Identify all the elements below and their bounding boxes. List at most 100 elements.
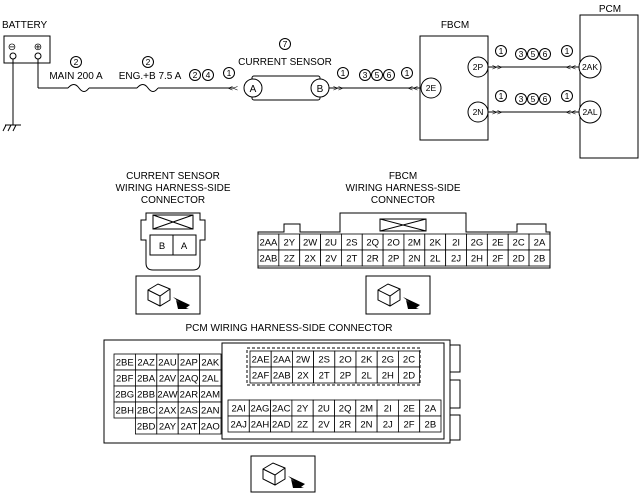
connector-pin-label: 2AE (252, 354, 270, 365)
svg-text:2AL: 2AL (582, 107, 597, 117)
connector-pin-label: 2F (404, 419, 415, 430)
connector-pin-label: 2G (381, 354, 394, 365)
svg-text:1: 1 (499, 46, 504, 56)
connector-pin-cell (419, 415, 442, 433)
battery-label: BATTERY (2, 20, 48, 31)
connector-pin-label: 2H (382, 370, 394, 381)
connector-pin-label: 2J (451, 253, 461, 264)
connector-pin-label: 2L (361, 370, 372, 381)
connector-pin-label: 2I (452, 237, 460, 248)
svg-text:CURRENT SENSOR: CURRENT SENSOR (126, 171, 220, 182)
pcm-terminal-2al (578, 100, 602, 124)
connector-pin-label: 2BH (115, 405, 134, 416)
fbcm-label: FBCM (441, 20, 469, 31)
connector-pin-label: 2AB (259, 253, 277, 264)
svg-text:3: 3 (519, 49, 524, 59)
pcm-connector-view-icon (250, 455, 316, 493)
connector-pin-label: 2AO (201, 421, 220, 432)
svg-text:CONNECTOR: CONNECTOR (141, 195, 205, 206)
connector-pin-label: 2AK (201, 357, 220, 368)
connector-pin-label: 2AT (181, 421, 198, 432)
cs-pin-a: A (181, 241, 188, 252)
pcm-box (579, 14, 639, 159)
current-sensor-terminal-a (243, 78, 263, 98)
pcm-connector-title: PCM WIRING HARNESS-SIDE CONNECTOR (185, 323, 392, 334)
connector-pin-label: 2P (340, 370, 352, 381)
connector-pin-label: 2BE (116, 357, 134, 368)
connector-pin-label: 2J (383, 419, 393, 430)
connector-pin-label: 2BF (116, 373, 134, 384)
connector-pin-label: 2O (387, 237, 400, 248)
connector-pin-label: 2AA (273, 354, 292, 365)
connector-pin-label: 2I (384, 403, 392, 414)
pcm-terminal-2ak (578, 55, 602, 79)
connector-pin-label: 2M (408, 237, 421, 248)
connector-pin-label: 2V (318, 419, 330, 430)
connector-pin-label: 2N (408, 253, 420, 264)
connector-pin-label: 2BA (137, 373, 156, 384)
svg-text:3: 3 (519, 94, 524, 104)
connector-pin-label: 2E (403, 403, 415, 414)
connector-pin-label: 2BB (137, 389, 155, 400)
connector-pin-label: 2A (534, 237, 546, 248)
connector-pin-label: 2AM (201, 389, 221, 400)
connector-pin-label: 2AJ (230, 419, 247, 430)
note-group-seg3: 1 3 5 6 1 (495, 45, 573, 60)
connector-pin-label: 2S (318, 354, 330, 365)
note-group-seg2: 1 3 5 6 1 (337, 67, 413, 81)
svg-text:B: B (317, 84, 324, 95)
connector-pin-label: 2AP (180, 357, 198, 368)
svg-text:2: 2 (74, 57, 79, 67)
connector-pin-label: 2F (492, 253, 503, 264)
svg-text:<<: << (566, 62, 576, 72)
connector-pin-cell (528, 249, 551, 267)
connector-pin-label: 2B (425, 419, 437, 430)
connector-pin-label: 2X (304, 253, 316, 264)
connector-pin-label: 2Y (283, 237, 295, 248)
connector-pin-cell (199, 417, 222, 435)
connector-pin-label: 2R (339, 419, 351, 430)
connector-pin-label: 2AA (259, 237, 278, 248)
main-fuse-label: MAIN 200 A (49, 71, 103, 82)
connector-pin-label: 2C (513, 237, 525, 248)
connector-pin-label: 2V (325, 253, 337, 264)
connector-pin-label: 2Q (366, 237, 379, 248)
connector-pin-label: 2S (346, 237, 358, 248)
connector-pin-label: 2G (471, 237, 484, 248)
connector-pin-label: 2A (425, 403, 437, 414)
connector-pin-label: 2AU (158, 357, 177, 368)
svg-text:2P: 2P (473, 62, 484, 72)
svg-text:5: 5 (375, 70, 380, 80)
connector-pin-label: 2R (367, 253, 379, 264)
connector-pin-label: 2AC (272, 403, 291, 414)
svg-text:6: 6 (387, 70, 392, 80)
eng-fuse-symbol (136, 84, 159, 92)
connector-pin-label: 2C (403, 354, 415, 365)
note-cs (279, 38, 291, 50)
connector-pin-label: 2L (430, 253, 441, 264)
fbcm-connector-title: FBCM WIRING HARNESS-SIDE CONNECTOR (345, 171, 460, 206)
svg-text:4: 4 (206, 70, 211, 80)
svg-text:WIRING HARNESS-SIDE: WIRING HARNESS-SIDE (345, 183, 460, 194)
battery-plus-symbol: ⊕ (34, 42, 42, 53)
connector-pin-label: 2AN (201, 405, 220, 416)
svg-text:CONNECTOR: CONNECTOR (371, 195, 435, 206)
fbcm-connector-view-icon (365, 275, 431, 315)
cs-connector-face: B A (140, 212, 206, 271)
connector-pin-label: 2AH (251, 419, 270, 430)
battery-positive-post (34, 52, 42, 60)
svg-text:1: 1 (227, 68, 232, 78)
connector-pin-label: 2T (319, 370, 330, 381)
connector-pin-label: 2O (339, 354, 352, 365)
connector-pin-label: 2AF (252, 370, 270, 381)
connector-pin-label: 2AW (157, 389, 177, 400)
connector-pin-label: 2AS (180, 405, 198, 416)
connector-pin-label: 2BD (137, 421, 156, 432)
note-group-seg1: 2 4 1 (189, 67, 235, 81)
svg-text:5: 5 (531, 49, 536, 59)
svg-text:5: 5 (531, 94, 536, 104)
fbcm-terminal-2e (420, 77, 442, 99)
svg-text:2N: 2N (473, 107, 484, 117)
